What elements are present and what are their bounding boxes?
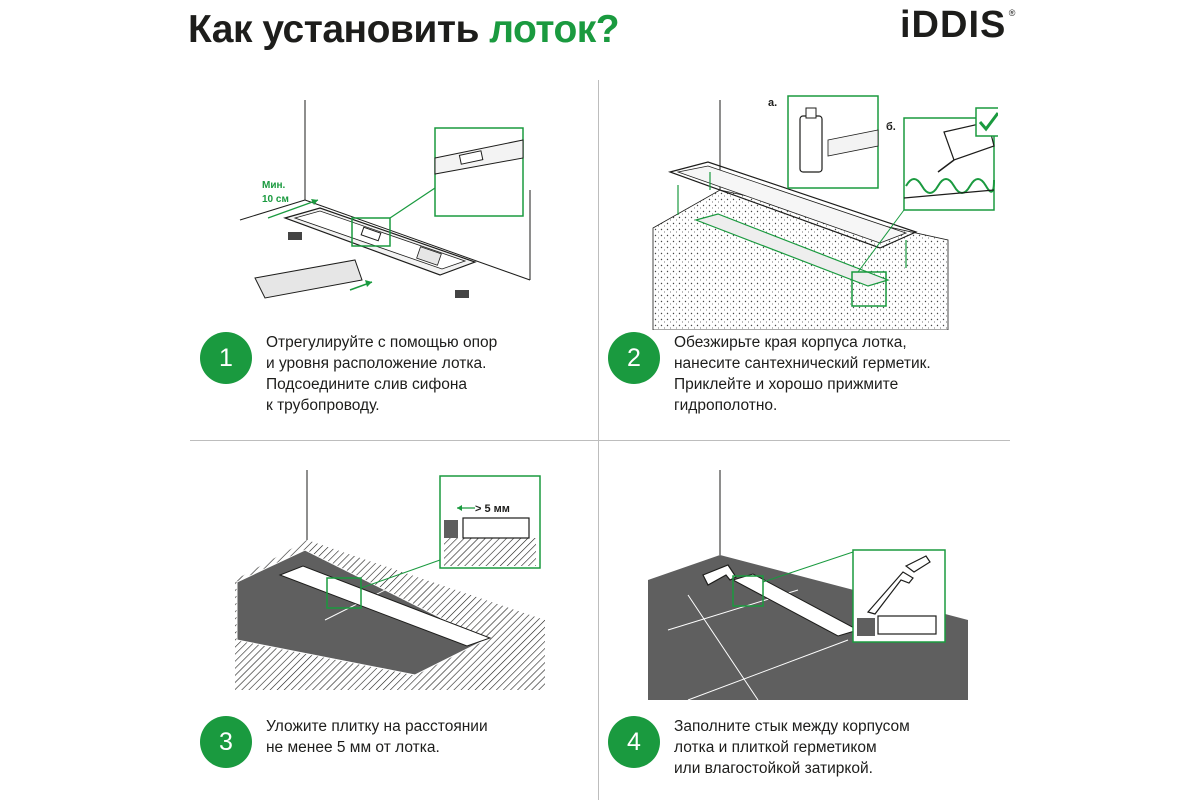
title-main: Как установить: [188, 8, 490, 51]
step-2-badge: 2: [608, 332, 660, 384]
label-a: а.: [768, 97, 777, 109]
step-3-badge: 3: [200, 716, 252, 768]
step-2-text: Обезжирьте края корпуса лотка, нанесите …: [674, 332, 974, 416]
page-title: Как установить лоток?: [188, 8, 620, 52]
gap-label: > 5 мм: [475, 503, 510, 515]
vertical-divider: [598, 80, 599, 800]
step-2: 2 Обезжирьте края корпуса лотка, нанесит…: [608, 332, 974, 416]
step-4: 4 Заполните стык между корпусом лотка и …: [608, 716, 974, 779]
step-1-line: и уровня расположение лотка.: [266, 355, 487, 372]
step-1: 1 Отрегулируйте с помощью опор и уровня …: [200, 332, 536, 416]
step-2-line: нанесите сантехнический герметик.: [674, 355, 931, 372]
step-4-line: Заполните стык между корпусом: [674, 718, 910, 735]
step-1-line: Отрегулируйте с помощью опор: [266, 334, 498, 351]
step-1-line: к трубопроводу.: [266, 397, 380, 414]
illustration-step-1: Мин. 10 см: [230, 100, 560, 320]
step-3-line: не менее 5 мм от лотка.: [266, 739, 440, 756]
illustration-step-4: [648, 470, 968, 700]
step-3-text: Уложите плитку на расстоянии не менее 5 …: [266, 716, 536, 758]
step-4-line: лотка и плиткой герметиком: [674, 739, 877, 756]
step-1-badge: 1: [200, 332, 252, 384]
horizontal-divider: [190, 440, 1010, 441]
min-label-1: Мин.: [262, 180, 286, 191]
step-1-line: Подсоедините слив сифона: [266, 376, 468, 393]
step-2-line: Приклейте и хорошо прижмите: [674, 376, 899, 393]
step-4-badge: 4: [608, 716, 660, 768]
step-4-line: или влагостойкой затиркой.: [674, 760, 873, 777]
step-3: 3 Уложите плитку на расстоянии не менее …: [200, 716, 536, 768]
registered-mark: ®: [1008, 8, 1017, 18]
min-label-2: 10 см: [262, 194, 289, 205]
step-3-line: Уложите плитку на расстоянии: [266, 718, 488, 735]
title-accent: лоток?: [489, 8, 620, 51]
label-b: б.: [886, 121, 896, 133]
brand-logo: iDDIS®: [900, 4, 1015, 47]
step-1-text: Отрегулируйте с помощью опор и уровня ра…: [266, 332, 536, 416]
logo-text: iDDIS: [900, 4, 1007, 46]
illustration-step-3: > 5 мм: [235, 470, 555, 690]
step-2-line: Обезжирьте края корпуса лотка,: [674, 334, 907, 351]
step-2-line: гидрополотно.: [674, 397, 778, 414]
step-4-text: Заполните стык между корпусом лотка и пл…: [674, 716, 974, 779]
illustration-step-2: а. б.: [648, 90, 998, 330]
